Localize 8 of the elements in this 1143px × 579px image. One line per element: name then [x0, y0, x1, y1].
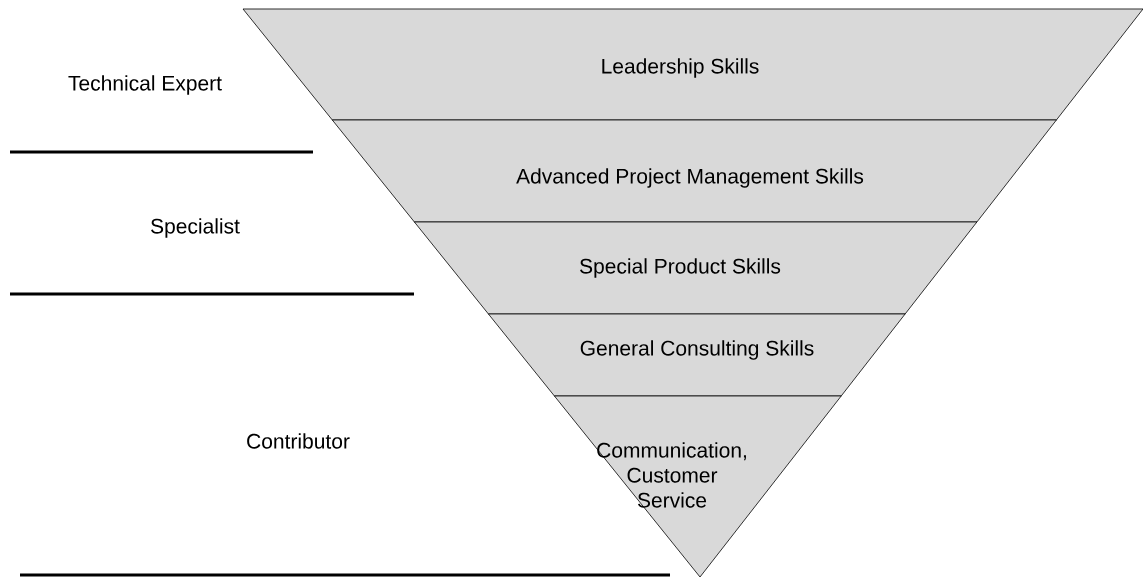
pyramid-band: Communication, Customer Service: [554, 395, 842, 578]
level-label: Specialist: [151, 218, 240, 238]
pyramid-band: Advanced Project Management Skills: [331, 119, 1057, 223]
pyramid-band: General Consulting Skills: [488, 313, 906, 397]
level-label: Technical Expert: [68, 75, 222, 95]
pyramid-band: Leadership Skills: [242, 8, 1143, 121]
level-label: Contributor: [247, 433, 350, 449]
pyramid-band: Special Product Skills: [414, 221, 978, 315]
